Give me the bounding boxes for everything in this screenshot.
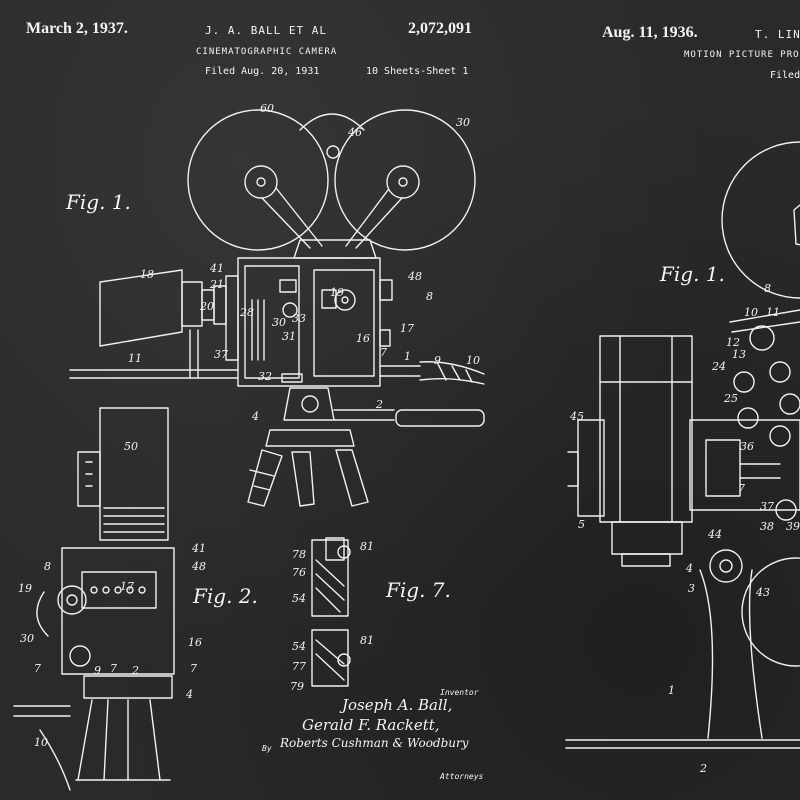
- reference-numeral: 11: [128, 352, 142, 365]
- reference-numeral: 32: [258, 370, 272, 383]
- reference-numeral: 41: [192, 542, 206, 555]
- reference-numeral: 13: [732, 348, 746, 361]
- left-patent-filed: Filed Aug. 20, 1931: [205, 66, 320, 77]
- reference-numeral: 38: [760, 520, 774, 533]
- reference-numeral: 18: [140, 268, 154, 281]
- reference-numeral: 8: [764, 282, 771, 295]
- left-patent-sheet: 10 Sheets-Sheet 1: [366, 66, 469, 77]
- reference-numeral: 20: [200, 300, 214, 313]
- reference-numeral: 54: [292, 592, 306, 605]
- reference-numeral: 48: [408, 270, 422, 283]
- left-patent-date: March 2, 1937.: [26, 20, 128, 37]
- reference-numeral: 9: [434, 354, 441, 367]
- reference-numeral: 11: [766, 306, 780, 319]
- fig-2-camera-drawing: [14, 408, 174, 790]
- reference-numeral: 30: [456, 116, 470, 129]
- reference-numeral: 46: [348, 126, 362, 139]
- fig-2-label: Fig. 2.: [193, 584, 258, 608]
- reference-numeral: 10: [466, 354, 480, 367]
- reference-numeral: 36: [740, 440, 754, 453]
- reference-numeral: 50: [124, 440, 138, 453]
- reference-numeral: 48: [192, 560, 206, 573]
- reference-numeral: 12: [726, 336, 740, 349]
- reference-numeral: 41: [210, 262, 224, 275]
- left-patent-number: 2,072,091: [408, 20, 472, 37]
- reference-numeral: 8: [426, 290, 433, 303]
- reference-numeral: 8: [44, 560, 51, 573]
- reference-numeral: 60: [260, 102, 274, 115]
- reference-numeral: 33: [292, 312, 306, 325]
- reference-numeral: 4: [686, 562, 693, 575]
- reference-numeral: 1: [668, 684, 675, 697]
- reference-numeral: 30: [272, 316, 286, 329]
- reference-numeral: 5: [578, 518, 585, 531]
- projector-fig-1-label: Fig. 1.: [660, 262, 725, 286]
- reference-numeral: 30: [20, 632, 34, 645]
- fig-7-section-drawing: [312, 538, 350, 686]
- left-patent-inventor-line: J. A. BALL ET AL: [205, 24, 327, 37]
- right-patent-inventor-line: T. LIN: [755, 28, 800, 41]
- reference-numeral: 10: [34, 736, 48, 749]
- reference-numeral: 39: [786, 520, 800, 533]
- reference-numeral: 7: [738, 482, 745, 495]
- reference-numeral: 2: [700, 762, 707, 775]
- projector-drawing: [566, 142, 800, 748]
- reference-numeral: 16: [188, 636, 202, 649]
- reference-numeral: 7: [34, 662, 41, 675]
- reference-numeral: 7: [380, 346, 387, 359]
- reference-numeral: 77: [292, 660, 306, 673]
- fig-7-label: Fig. 7.: [386, 578, 451, 602]
- reference-numeral: 2: [132, 664, 139, 677]
- reference-numeral: 76: [292, 566, 306, 579]
- right-patent-filed: Filed: [770, 70, 800, 81]
- reference-numeral: 28: [240, 306, 254, 319]
- reference-numeral: 21: [210, 278, 224, 291]
- reference-numeral: 25: [724, 392, 738, 405]
- reference-numeral: 9: [94, 664, 101, 677]
- inventor-signature-2: Gerald F. Rackett,: [302, 716, 440, 734]
- reference-numeral: 24: [712, 360, 726, 373]
- reference-numeral: 37: [214, 348, 228, 361]
- reference-numeral: 16: [356, 332, 370, 345]
- reference-numeral: 78: [292, 548, 306, 561]
- reference-numeral: 4: [186, 688, 193, 701]
- reference-numeral: 17: [120, 580, 134, 593]
- attorney-by-label: By: [262, 744, 272, 753]
- reference-numeral: 81: [360, 634, 374, 647]
- reference-numeral: 31: [282, 330, 296, 343]
- attorneys-label: Attorneys: [440, 772, 484, 781]
- reference-numeral: 10: [744, 306, 758, 319]
- reference-numeral: 7: [190, 662, 197, 675]
- reference-numeral: 54: [292, 640, 306, 653]
- inventor-signature-1: Joseph A. Ball,: [342, 696, 453, 714]
- reference-numeral: 79: [290, 680, 304, 693]
- right-patent-date: Aug. 11, 1936.: [602, 24, 698, 41]
- reference-numeral: 1: [404, 350, 411, 363]
- reference-numeral: 3: [688, 582, 695, 595]
- reference-numeral: 19: [330, 286, 344, 299]
- reference-numeral: 45: [570, 410, 584, 423]
- reference-numeral: 19: [18, 582, 32, 595]
- right-patent-title: MOTION PICTURE PROJEC: [684, 50, 800, 60]
- fig-1-camera-drawing: [70, 110, 484, 506]
- fig-1-label: Fig. 1.: [66, 190, 131, 214]
- inventor-label: Inventor: [440, 688, 479, 697]
- reference-numeral: 4: [252, 410, 259, 423]
- reference-numeral: 37: [760, 500, 774, 513]
- reference-numeral: 43: [756, 586, 770, 599]
- reference-numeral: 2: [376, 398, 383, 411]
- left-patent-title: CINEMATOGRAPHIC CAMERA: [196, 47, 338, 57]
- reference-numeral: 7: [110, 662, 117, 675]
- reference-numeral: 81: [360, 540, 374, 553]
- reference-numeral: 44: [708, 528, 722, 541]
- reference-numeral: 17: [400, 322, 414, 335]
- attorney-signature: Roberts Cushman & Woodbury: [280, 736, 469, 750]
